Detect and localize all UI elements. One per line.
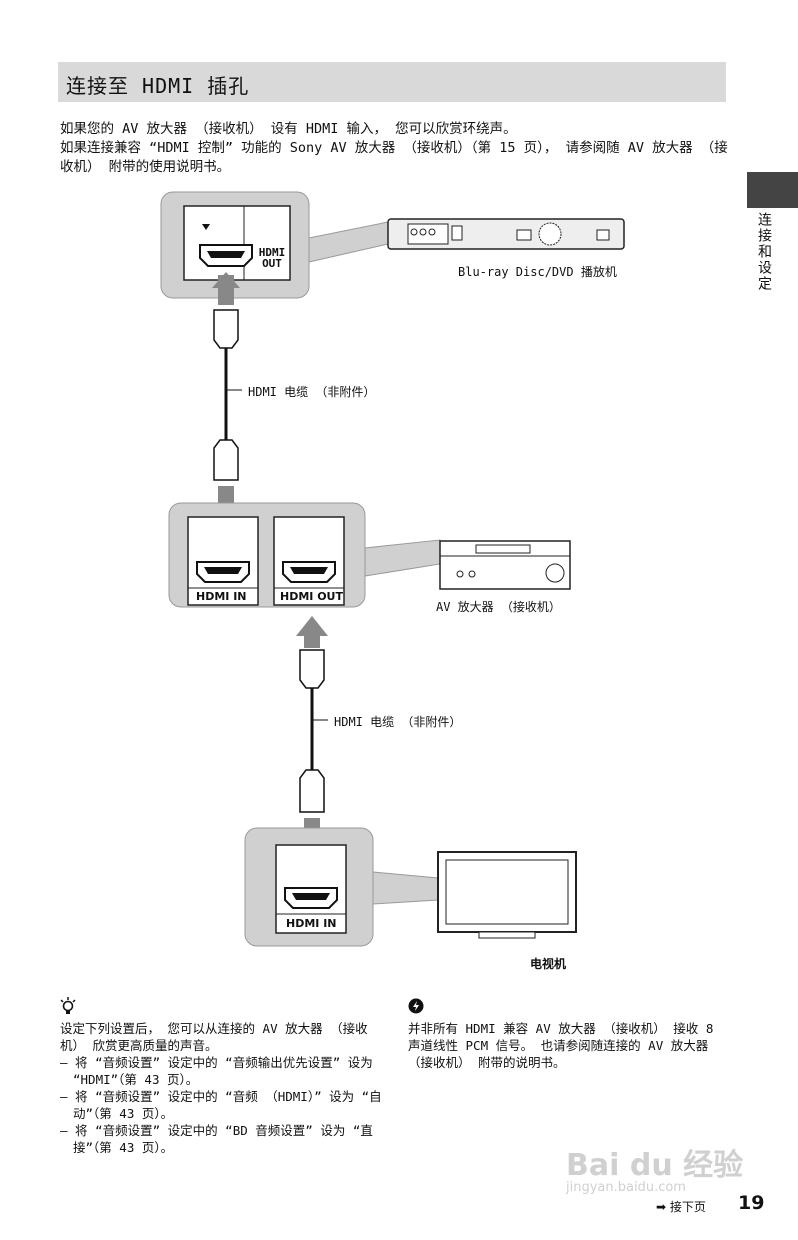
tips-item: – 将 “音频设置” 设定中的 “音频输出优先设置” 设为 “HDMI”（第 4…: [60, 1055, 373, 1087]
tips-item: – 将 “音频设置” 设定中的 “音频 （HDMI）” 设为 “自动”（第 43…: [60, 1089, 382, 1121]
intro-text: 如果您的 AV 放大器 （接收机） 设有 HDMI 输入， 您可以欣赏环绕声。 …: [60, 120, 732, 177]
tv-icon: [437, 851, 577, 939]
amp-port-in-label: HDMI IN: [196, 590, 247, 603]
amp-port-out-label: HDMI OUT: [280, 590, 343, 603]
av-amplifier-icon: [439, 540, 571, 590]
side-tab-marker: [747, 172, 798, 208]
amp-caption: AV 放大器 （接收机）: [436, 600, 561, 614]
section-title: 连接至 HDMI 插孔: [66, 74, 250, 98]
page-number: 19: [738, 1192, 765, 1214]
cable1-label: HDMI 电缆 （非附件）: [248, 385, 376, 399]
connection-diagram: [160, 191, 625, 947]
tv-port-in-label: HDMI IN: [286, 917, 337, 930]
watermark-logo: Bai du 经验: [566, 1148, 744, 1183]
tips-item: – 将 “音频设置” 设定中的 “BD 音频设置” 设为 “直接”（第 43 页…: [60, 1123, 373, 1155]
section-title-bar: 连接至 HDMI 插孔: [58, 62, 726, 102]
watermark-url: jingyan.baidu.com: [566, 1180, 686, 1195]
tv-caption: 电视机: [530, 957, 567, 971]
note-section: 并非所有 HDMI 兼容 AV 放大器 （接收机） 接收 8 声道线性 PCM …: [408, 1020, 733, 1071]
lightbulb-icon: [60, 997, 76, 1019]
bluray-player-icon: [387, 218, 625, 250]
side-tab-label: 连接和设定: [756, 212, 772, 292]
amp-port-callout: [168, 502, 441, 608]
warning-icon: [408, 998, 424, 1018]
player-caption: Blu-ray Disc/DVD 播放机: [458, 265, 617, 279]
intro-paragraph-2: 如果连接兼容 “HDMI 控制” 功能的 Sony AV 放大器 （接收机）（第…: [60, 140, 728, 175]
tv-port-callout: [244, 827, 439, 947]
note-text: 并非所有 HDMI 兼容 AV 放大器 （接收机） 接收 8 声道线性 PCM …: [408, 1021, 714, 1070]
player-port-callout: [160, 191, 389, 299]
hdmi-cable-1: [210, 272, 242, 540]
tips-intro: 设定下列设置后， 您可以从连接的 AV 放大器 （接收机） 欣赏更高质量的声音。: [60, 1021, 368, 1053]
tips-section: 设定下列设置后， 您可以从连接的 AV 放大器 （接收机） 欣赏更高质量的声音。…: [60, 1020, 385, 1156]
next-page-indicator: ➡ 接下页: [656, 1200, 706, 1214]
cable2-label: HDMI 电缆 （非附件）: [334, 715, 462, 729]
intro-paragraph-1: 如果您的 AV 放大器 （接收机） 设有 HDMI 输入， 您可以欣赏环绕声。: [60, 121, 517, 137]
player-port-label: HDMI OUT: [258, 246, 286, 270]
